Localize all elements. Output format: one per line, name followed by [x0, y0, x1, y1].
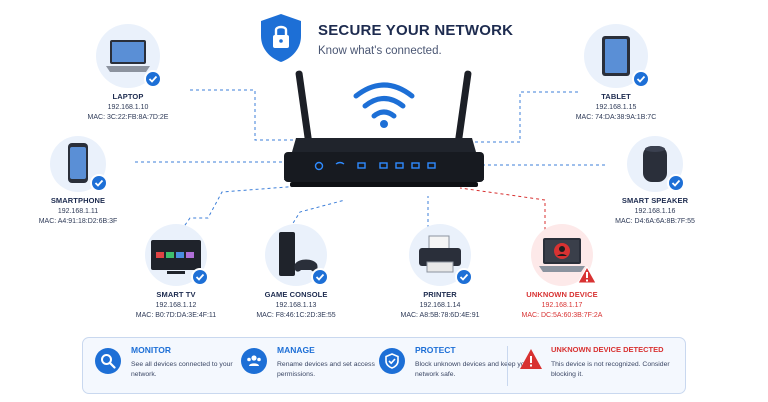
device-name: LAPTOP	[112, 92, 144, 101]
line-laptop	[190, 89, 300, 141]
device-name: TABLET	[601, 92, 631, 101]
feature-desc: Block unknown devices and keep your netw…	[415, 361, 531, 378]
device-ip: 192.168.1.17	[541, 302, 583, 309]
game-console-circle	[265, 224, 329, 286]
laptop-icon	[106, 40, 150, 72]
warning-icon	[577, 266, 597, 284]
device-unknown[interactable]: UNKNOWN DEVICE 192.168.1.17 MAC: DC:5A:6…	[510, 224, 614, 319]
check-icon	[144, 70, 162, 88]
feature-desc: Rename devices and set access permission…	[277, 361, 375, 378]
device-smart-speaker[interactable]: SMART SPEAKER 192.168.1.16 MAC: D4:6A:6A…	[600, 136, 710, 225]
device-smartphone[interactable]: SMARTPHONE 192.168.1.11 MAC: A4:91:18:D2…	[28, 136, 128, 225]
feature-title: MONITOR	[131, 345, 171, 355]
router-icon	[284, 70, 484, 187]
line-tablet	[470, 91, 578, 143]
device-name: PRINTER	[423, 290, 457, 299]
users-icon	[241, 348, 267, 374]
device-game-console[interactable]: GAME CONSOLE 192.168.1.13 MAC: F8:46:1C:…	[246, 224, 346, 319]
game-console-icon	[279, 232, 318, 276]
check-icon	[667, 174, 685, 192]
panel-divider	[507, 346, 508, 386]
device-name: SMARTPHONE	[50, 196, 106, 205]
tv-icon	[151, 240, 201, 274]
search-icon	[95, 348, 121, 374]
line-unknown	[459, 187, 546, 230]
unknown-device-circle	[531, 224, 597, 286]
feature-desc: This device is not recognized. Consider …	[551, 361, 670, 378]
unknown-laptop-icon	[539, 238, 585, 272]
device-mac: MAC: B0:7D:DA:3E:4F:11	[135, 312, 217, 319]
feature-title: PROTECT	[415, 345, 456, 355]
device-ip: 192.168.1.11	[57, 208, 99, 215]
device-name: UNKNOWN DEVICE	[526, 290, 598, 299]
device-ip: 192.168.1.15	[595, 104, 637, 111]
device-mac: MAC: F8:46:1C:2D:3E:55	[256, 312, 336, 319]
check-icon	[455, 268, 473, 286]
tablet-circle	[584, 24, 650, 88]
header: SECURE YOUR NETWORK Know what's connecte…	[258, 12, 558, 68]
device-mac: MAC: A8:5B:78:6D:4E:91	[400, 312, 480, 319]
feature-manage[interactable]: MANAGE Rename devices and set access per…	[241, 345, 381, 389]
laptop-circle	[96, 24, 162, 88]
device-mac: MAC: 74:DA:38:9A:1B:7C	[575, 114, 657, 121]
device-name: SMART TV	[156, 290, 196, 299]
device-ip: 192.168.1.16	[634, 208, 676, 215]
page-title: SECURE YOUR NETWORK	[318, 22, 514, 39]
device-ip: 192.168.1.14	[419, 302, 461, 309]
device-mac: MAC: 3C:22:FB:8A:7D:2E	[87, 114, 169, 121]
line-smart-tv	[177, 185, 301, 236]
printer-icon	[419, 235, 461, 273]
speaker-icon	[643, 146, 667, 182]
device-ip: 192.168.1.12	[155, 302, 197, 309]
check-icon	[90, 174, 108, 192]
feature-title: UNKNOWN DEVICE DETECTED	[551, 345, 664, 354]
feature-unknown-alert[interactable]: UNKNOWN DEVICE DETECTED This device is n…	[519, 345, 679, 389]
device-smart-tv[interactable]: SMART TV 192.168.1.12 MAC: B0:7D:DA:3E:4…	[126, 224, 226, 319]
check-icon	[191, 268, 209, 286]
device-tablet[interactable]: TABLET 192.168.1.15 MAC: 74:DA:38:9A:1B:…	[566, 24, 666, 121]
feature-desc: See all devices connected to your networ…	[131, 361, 233, 378]
page-subtitle: Know what's connected.	[318, 45, 442, 57]
device-ip: 192.168.1.13	[275, 302, 317, 309]
check-icon	[311, 268, 329, 286]
line-game-console	[289, 199, 346, 229]
shield-lock-icon	[261, 14, 301, 62]
device-mac: MAC: A4:91:18:D2:6B:3F	[38, 218, 118, 225]
printer-circle	[409, 224, 473, 286]
smartphone-circle	[50, 136, 108, 192]
device-name: GAME CONSOLE	[264, 290, 328, 299]
device-name: SMART SPEAKER	[621, 196, 689, 205]
feature-title: MANAGE	[277, 345, 315, 355]
shield-check-icon	[379, 348, 405, 374]
device-ip: 192.168.1.10	[107, 104, 149, 111]
feature-monitor[interactable]: MONITOR See all devices connected to you…	[95, 345, 235, 389]
warning-icon	[520, 349, 542, 369]
device-printer[interactable]: PRINTER 192.168.1.14 MAC: A8:5B:78:6D:4E…	[390, 224, 490, 319]
feature-panel: MONITOR See all devices connected to you…	[82, 337, 686, 394]
device-mac: MAC: D4:6A:6A:8B:7F:55	[615, 218, 695, 225]
device-mac: MAC: DC:5A:60:3B:7F:2A	[521, 312, 603, 319]
tablet-icon	[602, 36, 630, 76]
feature-protect[interactable]: PROTECT Block unknown devices and keep y…	[379, 345, 531, 389]
smart-tv-circle	[145, 224, 209, 286]
smartphone-icon	[68, 143, 88, 183]
wifi-icon	[353, 82, 415, 119]
smart-speaker-circle	[627, 136, 685, 192]
device-laptop[interactable]: LAPTOP 192.168.1.10 MAC: 3C:22:FB:8A:7D:…	[78, 24, 178, 121]
check-icon	[632, 70, 650, 88]
